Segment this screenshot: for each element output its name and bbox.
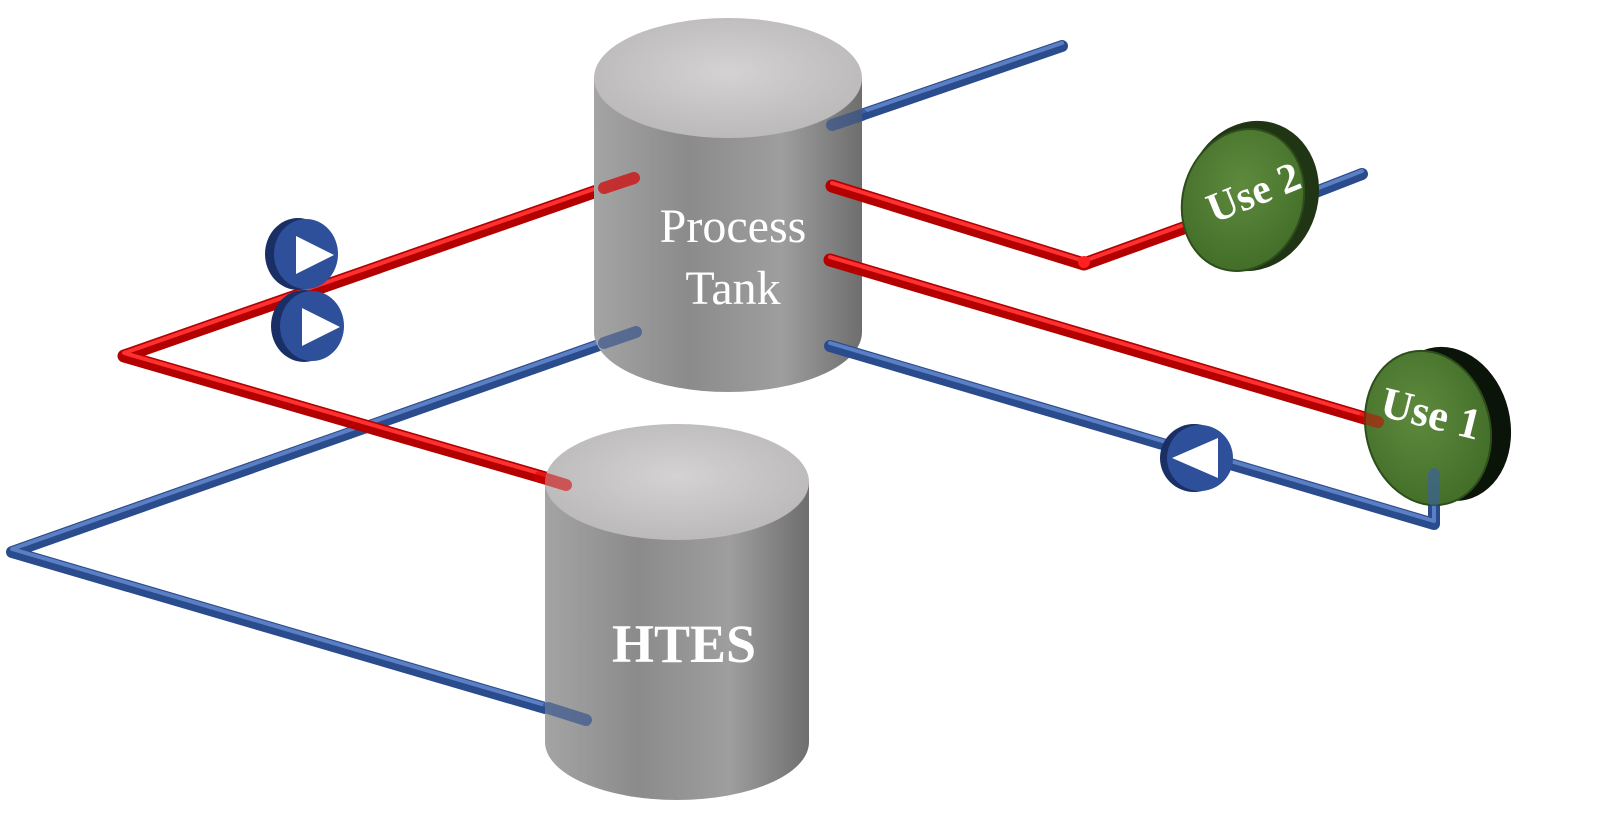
cold-pipe-process-top-stub: [826, 109, 868, 131]
hot-pipe-use1-inlet-end: [1358, 412, 1384, 428]
cold-pipe-htes-loop: [6, 326, 642, 726]
cold-pipe-process-outlet-top: [826, 40, 1068, 131]
process-tank: Process Tank: [594, 18, 862, 392]
pump-arrow-icon: [302, 308, 340, 346]
use1-unit: Use 1: [1363, 346, 1512, 507]
cold-pipe-htes-outlet-end: [542, 702, 592, 726]
process-tank-label-line1: Process: [660, 200, 807, 253]
pump-arrow-icon: [1172, 438, 1218, 478]
hot-pipe-to-use1: [823, 253, 1385, 429]
hot-pipe-process-left-stub: [598, 172, 640, 194]
pump-right: [1160, 424, 1233, 492]
pump-upper-left: [265, 218, 338, 290]
htes-label: HTES: [612, 614, 756, 674]
pump-arrow-icon: [296, 236, 334, 274]
hot-pipe-to-use2: [825, 179, 1207, 271]
cold-pipe-from-use1: [824, 340, 1440, 530]
hot-pipe-htes-loop: [117, 171, 641, 491]
use2-unit: Use 2: [1180, 120, 1320, 272]
process-tank-label-line2: Tank: [685, 262, 780, 315]
cold-pipe-process-left-stub: [598, 326, 642, 349]
hot-pipe-htes-inlet-end: [534, 471, 572, 491]
htes-tank: HTES: [545, 424, 809, 800]
pump-lower-left: [271, 290, 344, 362]
